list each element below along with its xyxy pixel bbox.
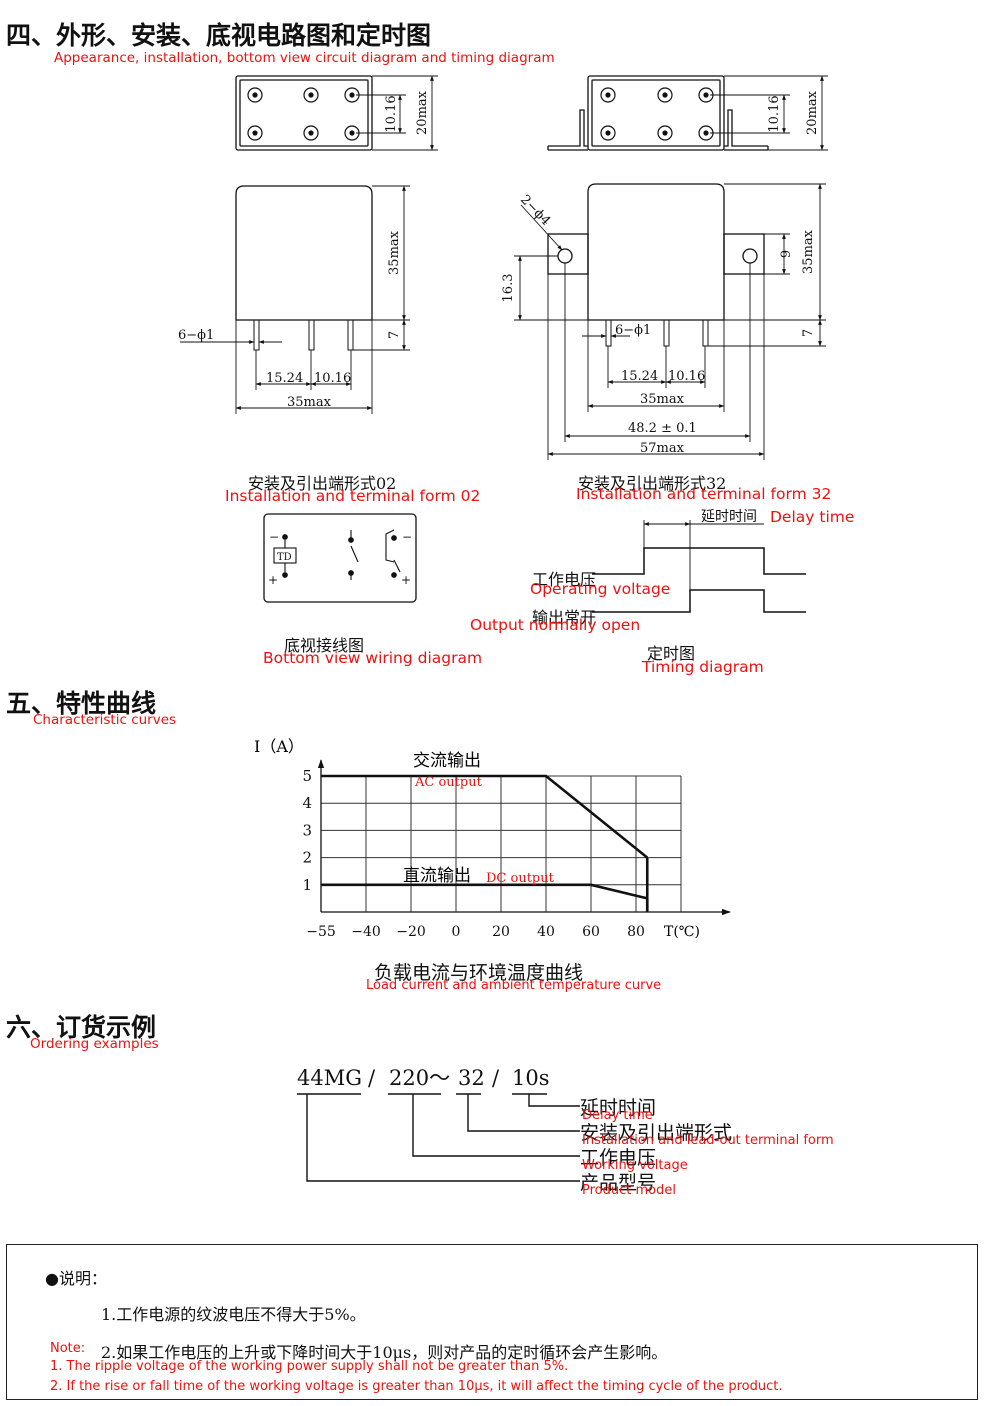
output-no-label: 输出常开 [532,608,597,627]
chart-x-tick: −40 [351,924,381,940]
note-1-en: 1. The ripple voltage of the working pow… [50,1359,569,1374]
order-label-model-en: Product model [582,1183,676,1198]
dim-35max-height-b: 35max [801,229,816,274]
section6-title-en: Ordering examples [30,1036,159,1052]
chart-y-tick: 4 [302,794,312,812]
wiring-td-label: TD [277,552,292,563]
dim-20max-b: 20max [805,90,820,135]
dim-57max: 57max [640,441,685,456]
dim-15-24-b: 15.24 [621,369,658,384]
chart-y-tick: 1 [302,876,312,894]
timing-caption: 定时图 [647,644,696,663]
ac-series-label-en: AC output [414,775,483,790]
dim-7-b: 7 [801,329,816,337]
section4-title-en: Appearance, installation, bottom view ci… [54,50,555,66]
chart-title: 负载电流与环境温度曲线 [374,962,584,984]
order-label-delay-en: Delay time [582,1108,653,1123]
order-label-form: 安装及引出端形式 [580,1122,733,1144]
chart-x-tick: −20 [396,924,426,940]
chart-x-tick: 80 [627,924,645,940]
dim-6phi1-b: 6−ϕ1 [615,323,651,338]
dim-10-16-b: 10.16 [767,95,782,132]
ordering-diagram: 44MG / 220～ 32 / 10s [297,1066,580,1182]
timing-caption-en: Timing diagram [642,658,764,676]
notes-heading: ●说明： [45,1269,107,1288]
output-no-label-en: Output normally open [470,616,641,634]
dim-10-16: 10.16 [384,95,399,132]
order-voltage: 220～ [389,1066,450,1090]
load-current-chart: −55 −40 −20 0 20 40 60 80 1 2 3 4 5 I（A） T(℃) 交流输出 A… [254,737,731,940]
order-model: 44MG [297,1066,362,1090]
note-1: 1.工作电源的纹波电压不得大于5%。 [101,1305,366,1324]
chart-y-tick: 2 [302,849,312,867]
dim-10-16-c: 10.16 [314,371,351,386]
dim-7: 7 [387,331,402,339]
wiring-caption-en: Bottom view wiring diagram [263,649,483,667]
ac-series-label: 交流输出 [413,751,481,771]
dim-9: 9 [779,250,794,258]
section6-title: 六、订货示例 [6,1013,157,1042]
wiring-minus-right: − [402,530,412,544]
operating-voltage-label: 工作电压 [532,570,597,589]
dc-output-line [321,883,648,900]
dc-series-label: 直流输出 [403,866,471,886]
note-2-en: 2. If the rise or fall time of the worki… [50,1379,783,1394]
delay-time-label-en: Delay time [770,508,855,526]
dim-35max-width-b: 35max [640,392,685,407]
timing-diagram [592,520,806,613]
side-view-32-body [587,183,725,321]
order-sep1: / [368,1066,376,1090]
section4-title: 四、外形、安装、底视电路图和定时图 [6,21,432,50]
chart-x-tick: 40 [537,924,555,940]
chart-y-tick: 5 [302,767,312,785]
outline-drawings: 10.16 20max 10.16 20max 35max 7 6−ϕ1 15.… [178,75,828,613]
order-label-delay: 延时时间 [580,1097,657,1119]
section5-title-en: Characteristic curves [33,712,177,728]
order-delay: 10s [512,1066,550,1090]
chart-y-tick: 3 [302,821,312,839]
top-view-02-body [235,75,373,151]
wiring-plus-left: + [268,573,278,587]
chart-x-tick: 0 [452,924,461,940]
dim-20max: 20max [415,90,430,135]
chart-x-tick: 20 [492,924,510,940]
notes-box: ●说明： 1.工作电源的纹波电压不得大于5%。 Note: 2.如果工作电压的上… [6,1244,978,1400]
note-2: 2.如果工作电压的上升或下降时间大于10μs，则对产品的定时循环会产生影响。 [101,1343,668,1362]
dim-35max-height: 35max [387,230,402,275]
dim-15-24: 15.24 [266,371,303,386]
order-form: 32 [458,1066,485,1090]
chart-xlabel: T(℃) [664,924,700,940]
wiring-diagram [263,513,417,603]
note-label-en: Note: [50,1341,86,1356]
ac-output-line [321,774,649,859]
dc-series-label-en: DC output [486,871,555,886]
dim-16-3: 16.3 [501,274,516,303]
dim-48-2: 48.2 ± 0.1 [628,421,697,436]
form02-caption-en: Installation and terminal form 02 [225,487,481,505]
chart-title-en: Load current and ambient temperature cur… [366,978,662,993]
top-view-32-body [587,75,725,151]
dim-10-16-d: 10.16 [668,369,705,384]
form32-caption-en: Installation and terminal form 32 [576,485,832,503]
chart-x-tick: 60 [582,924,600,940]
form32-caption: 安装及引出端形式32 [578,474,727,493]
order-label-voltage-en: Working voltage [582,1158,688,1173]
chart-ylabel: I（A） [254,737,304,756]
dim-35max-width: 35max [287,395,332,410]
dim-6phi1: 6−ϕ1 [178,328,214,343]
section5-title: 五、特性曲线 [6,689,157,718]
delay-time-label: 延时时间 [701,509,757,525]
wiring-plus-right: + [401,573,411,587]
order-label-form-en: Installation and lead-out terminal form [582,1133,834,1148]
side-view-02-body [235,185,373,321]
form02-caption: 安装及引出端形式02 [248,474,397,493]
chart-x-tick: −55 [306,924,336,940]
wiring-minus-left: − [269,530,279,544]
order-label-model: 产品型号 [580,1172,657,1194]
wiring-caption: 底视接线图 [284,636,365,655]
operating-voltage-label-en: Operating voltage [530,580,671,598]
order-label-voltage: 工作电压 [580,1147,657,1169]
order-sep2: / [492,1066,500,1090]
